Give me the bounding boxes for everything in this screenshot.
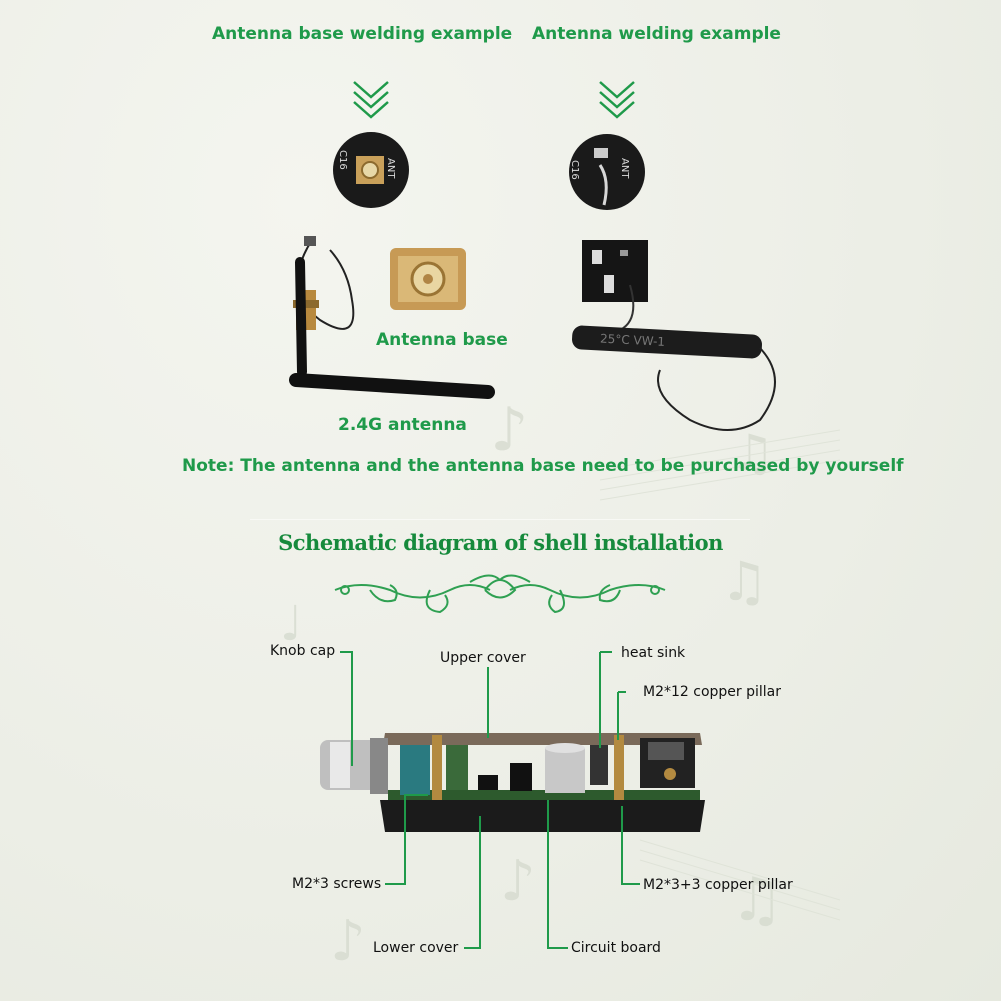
svg-text:♩: ♩ xyxy=(280,596,303,652)
upper-cover-label: Upper cover xyxy=(440,650,526,666)
section-divider xyxy=(250,519,750,520)
antenna-image xyxy=(289,236,495,399)
svg-text:♪: ♪ xyxy=(330,909,366,974)
device-assembly-image xyxy=(320,733,705,832)
antenna-welding-title: Antenna welding example xyxy=(532,24,781,44)
circuit-board-label: Circuit board xyxy=(571,940,661,956)
antenna-base-image xyxy=(390,248,466,310)
svg-text:C16: C16 xyxy=(569,160,580,180)
cable-print-text: 25°C VW-1 xyxy=(600,332,666,349)
knob-cap-label: Knob cap xyxy=(270,643,336,659)
leader-lines xyxy=(340,651,640,949)
svg-text:ANT: ANT xyxy=(385,158,396,179)
m2-3-3-copper-pillar-label: M2*3+3 copper pillar xyxy=(643,877,793,893)
chevron-down-icon xyxy=(599,81,635,119)
m2-12-copper-pillar-label: M2*12 copper pillar xyxy=(643,684,781,700)
ornament-divider xyxy=(334,574,666,614)
svg-text:C16: C16 xyxy=(337,150,348,170)
svg-text:♪: ♪ xyxy=(500,849,536,914)
pcb-with-antenna-image: 25°C VW-1 xyxy=(572,240,776,431)
staff-lines-decoration xyxy=(599,429,841,921)
music-note-decoration: ♪ ♫ ♩ ♫ ♪ ♫ ♪ xyxy=(280,395,784,974)
schematic-title: Schematic diagram of shell installation xyxy=(278,530,723,555)
purchase-note: Note: The antenna and the antenna base n… xyxy=(182,456,904,476)
antenna-base-label: Antenna base xyxy=(376,330,508,350)
lower-cover-label: Lower cover xyxy=(373,940,459,956)
pcb-closeup-left-image: ANT C16 xyxy=(333,132,409,208)
antenna-label: 2.4G antenna xyxy=(338,415,467,435)
pcb-closeup-right-image: ANT C16 xyxy=(569,134,645,210)
svg-text:ANT: ANT xyxy=(619,158,630,179)
svg-text:♫: ♫ xyxy=(720,550,768,613)
svg-text:♪: ♪ xyxy=(490,395,528,465)
chevron-down-icon xyxy=(353,81,389,119)
m2-3-screws-label: M2*3 screws xyxy=(292,876,382,892)
antenna-base-welding-title: Antenna base welding example xyxy=(212,24,513,44)
heat-sink-label: heat sink xyxy=(621,645,686,661)
